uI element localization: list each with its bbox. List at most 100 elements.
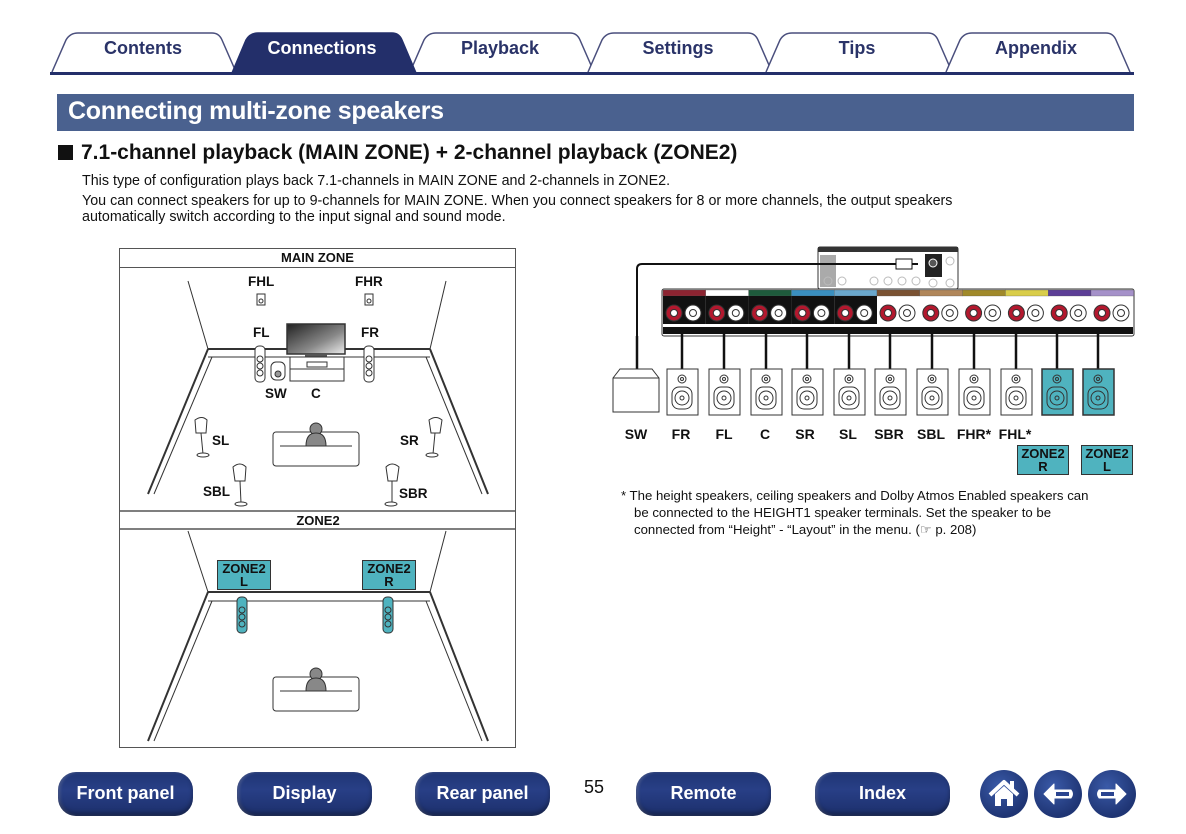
intro-paragraph-3: automatically switch according to the in…: [82, 209, 506, 225]
intro-paragraph-1: This type of configuration plays back 7.…: [82, 173, 671, 189]
terminal-height1-r: [962, 289, 1006, 322]
label-fhr: FHR: [355, 274, 383, 289]
back-arrow-icon: [1043, 783, 1073, 805]
zone2-left-speaker-icon: [236, 596, 248, 634]
page-title: Connecting multi-zone speakers: [68, 97, 444, 125]
zone2-l-line2: L: [1103, 459, 1111, 474]
speaker-label-sbr: SBR: [874, 426, 904, 442]
fl-speaker-icon: [254, 345, 266, 383]
label-sl: SL: [212, 433, 230, 448]
speaker-label-fr: FR: [671, 426, 691, 442]
speaker-box-icon: [833, 334, 866, 416]
main-zone-header: MAIN ZONE: [120, 249, 515, 268]
index-button[interactable]: Index: [815, 772, 950, 816]
terminal-height1-l: [1005, 289, 1049, 322]
subwoofer-box-icon: [612, 336, 660, 413]
square-bullet-icon: [58, 145, 73, 160]
room-drawing: [120, 280, 516, 742]
zone2-sofa-listener-icon: [272, 667, 360, 712]
zone2-l-line1: ZONE2: [1085, 446, 1129, 461]
sl-speaker-icon: [194, 417, 210, 458]
label-sbl: SBL: [203, 484, 230, 499]
terminal-surround-l: [834, 289, 878, 324]
label-fl: FL: [253, 325, 270, 340]
sofa-listener-icon: [272, 422, 360, 467]
zone2-left-line1: ZONE2: [222, 561, 266, 576]
speaker-label-fhl: FHL*: [998, 426, 1032, 442]
speaker-label-c: C: [759, 426, 771, 442]
tab-appendix[interactable]: Appendix: [994, 38, 1077, 58]
label-sr: SR: [400, 433, 419, 448]
label-sw: SW: [265, 386, 287, 401]
terminal-center: [748, 289, 792, 324]
subwoofer-icon: [270, 361, 286, 381]
tab-bar: Contents Connections Playback Settings T…: [0, 0, 1186, 80]
terminal-surround-back-r: [876, 289, 920, 322]
home-button[interactable]: [980, 770, 1028, 818]
sbl-speaker-icon: [232, 463, 248, 507]
terminal-front-r: [662, 289, 706, 324]
label-c: C: [311, 386, 321, 401]
speaker-terminal-strip: [662, 289, 1134, 334]
remote-button[interactable]: Remote: [636, 772, 771, 816]
terminal-height2-l: [1090, 289, 1134, 322]
wiring-drawing: [612, 246, 1135, 416]
wiring-diagram: [610, 245, 1140, 480]
section-title-bar: [57, 94, 1134, 131]
speaker-row: [612, 334, 1115, 416]
speaker-box-icon: [1000, 334, 1033, 416]
tab-shapes: [50, 32, 1134, 75]
intro-paragraph-2: You can connect speakers for up to 9-cha…: [82, 193, 953, 209]
zone2-right-line1: ZONE2: [367, 561, 411, 576]
back-button[interactable]: [1034, 770, 1082, 818]
label-fhl: FHL: [248, 274, 275, 289]
tab-connections[interactable]: Connections: [267, 38, 377, 58]
subsection-title: 7.1-channel playback (MAIN ZONE) + 2-cha…: [58, 141, 737, 165]
speaker-box-icon: [874, 334, 907, 416]
room-layout-diagram: MAIN ZONE: [119, 248, 516, 748]
zone2-speaker-icon: [1041, 334, 1074, 416]
terminal-surround-back-l: [919, 289, 963, 322]
tv-icon: [286, 323, 346, 382]
sbr-speaker-icon: [384, 463, 400, 507]
front-panel-button[interactable]: Front panel: [58, 772, 193, 816]
footnote-line-2: be connected to the HEIGHT1 speaker term…: [634, 505, 1052, 520]
tab-settings[interactable]: Settings: [642, 38, 714, 58]
fr-speaker-icon: [363, 345, 375, 383]
tab-playback[interactable]: Playback: [460, 38, 540, 58]
speaker-box-icon: [791, 334, 824, 416]
display-button[interactable]: Display: [237, 772, 372, 816]
subsection-title-text: 7.1-channel playback (MAIN ZONE) + 2-cha…: [81, 141, 738, 164]
footnote: * The height speakers, ceiling speakers …: [621, 487, 1131, 538]
forward-arrow-icon: [1097, 783, 1127, 805]
speaker-box-icon: [666, 334, 699, 416]
home-icon: [988, 780, 1020, 806]
zone2-right-speaker-icon: [382, 596, 394, 634]
speaker-label-sw: SW: [624, 426, 648, 442]
label-fr: FR: [361, 325, 379, 340]
rear-panel-button[interactable]: Rear panel: [415, 772, 550, 816]
fhl-speaker-icon: [256, 293, 266, 306]
zone2-r-line1: ZONE2: [1021, 446, 1065, 461]
tab-contents[interactable]: Contents: [104, 38, 182, 58]
speaker-label-sr: SR: [795, 426, 815, 442]
zone2-speaker-icon: [1082, 334, 1115, 416]
terminal-front-l: [705, 289, 749, 324]
footnote-line-3[interactable]: connected from “Height” - “Layout” in th…: [634, 522, 977, 537]
speaker-box-icon: [708, 334, 741, 416]
speaker-box-icon: [916, 334, 949, 416]
terminal-height2-r: [1048, 289, 1092, 322]
speaker-label-sbl: SBL: [917, 426, 945, 442]
forward-button[interactable]: [1088, 770, 1136, 818]
speaker-box-icon: [958, 334, 991, 416]
terminal-surround-r: [791, 289, 835, 324]
page-number: 55: [584, 777, 605, 797]
speaker-label-sl: SL: [839, 426, 857, 442]
footnote-line-1: * The height speakers, ceiling speakers …: [621, 488, 1089, 503]
zone2-header: ZONE2: [296, 513, 340, 528]
tab-tips[interactable]: Tips: [838, 38, 876, 58]
sr-speaker-icon: [425, 417, 443, 458]
